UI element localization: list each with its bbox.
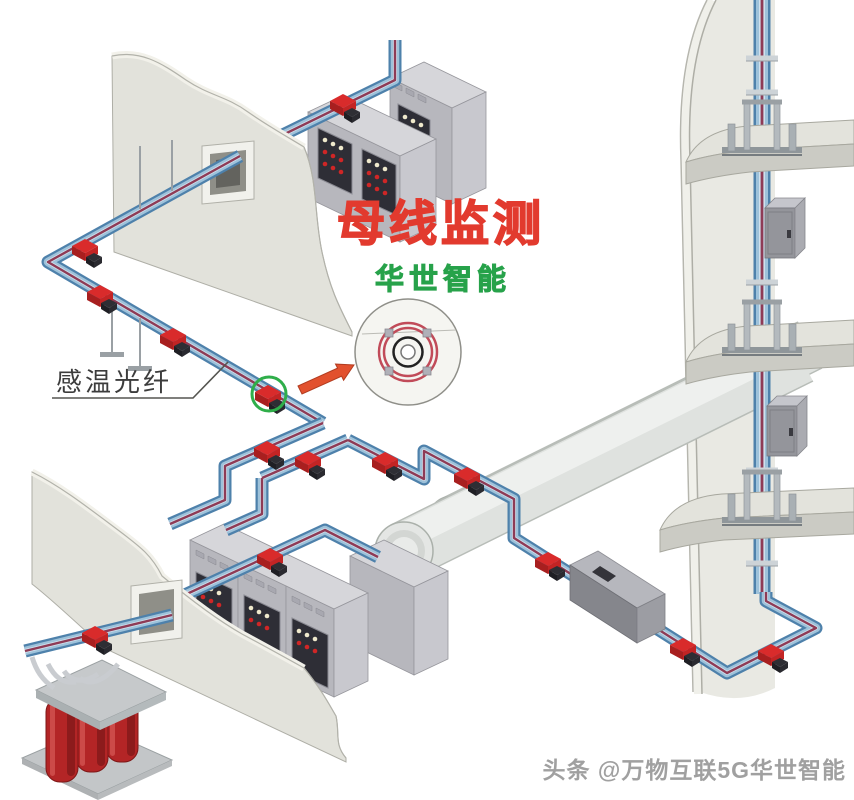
fiber-label: 感温光纤 [56, 367, 172, 397]
fiber-callout: 感温光纤 [52, 361, 229, 399]
junction-box [766, 395, 808, 457]
fiber-highlight [250, 375, 288, 414]
wall-opening [130, 579, 183, 645]
leader-line [52, 361, 229, 399]
brand-subtitle: 华世智能 [375, 263, 511, 296]
busway-branch-runs [150, 423, 816, 673]
transformer [20, 656, 174, 800]
hanger-rod [111, 140, 173, 368]
watermark: 头条 @万物互联5G华世智能 [543, 757, 847, 783]
top-cabinet-cluster [307, 61, 487, 243]
floor-slab [659, 487, 854, 553]
cabinet-vents [195, 549, 325, 618]
feeder-box [569, 550, 666, 644]
hanger-foot [128, 366, 152, 371]
right-shaft-structure [374, 0, 854, 699]
pipe-front [374, 328, 814, 581]
fiber-highlight-circle [250, 375, 288, 413]
indicator-lights [322, 137, 388, 196]
page-title: 母线监测 [337, 198, 545, 251]
upper-wall [111, 50, 353, 337]
busway-run-main [48, 140, 323, 423]
cabinet-panel [361, 148, 397, 216]
detail-clamps [384, 328, 432, 376]
transformer-flex-links [29, 656, 120, 691]
junction-box [764, 197, 806, 259]
fiber-cross-section-detail [354, 298, 462, 406]
hanger-foot [100, 352, 124, 357]
zoom-arrow-icon [297, 363, 355, 395]
cabinet-panel [317, 127, 353, 195]
